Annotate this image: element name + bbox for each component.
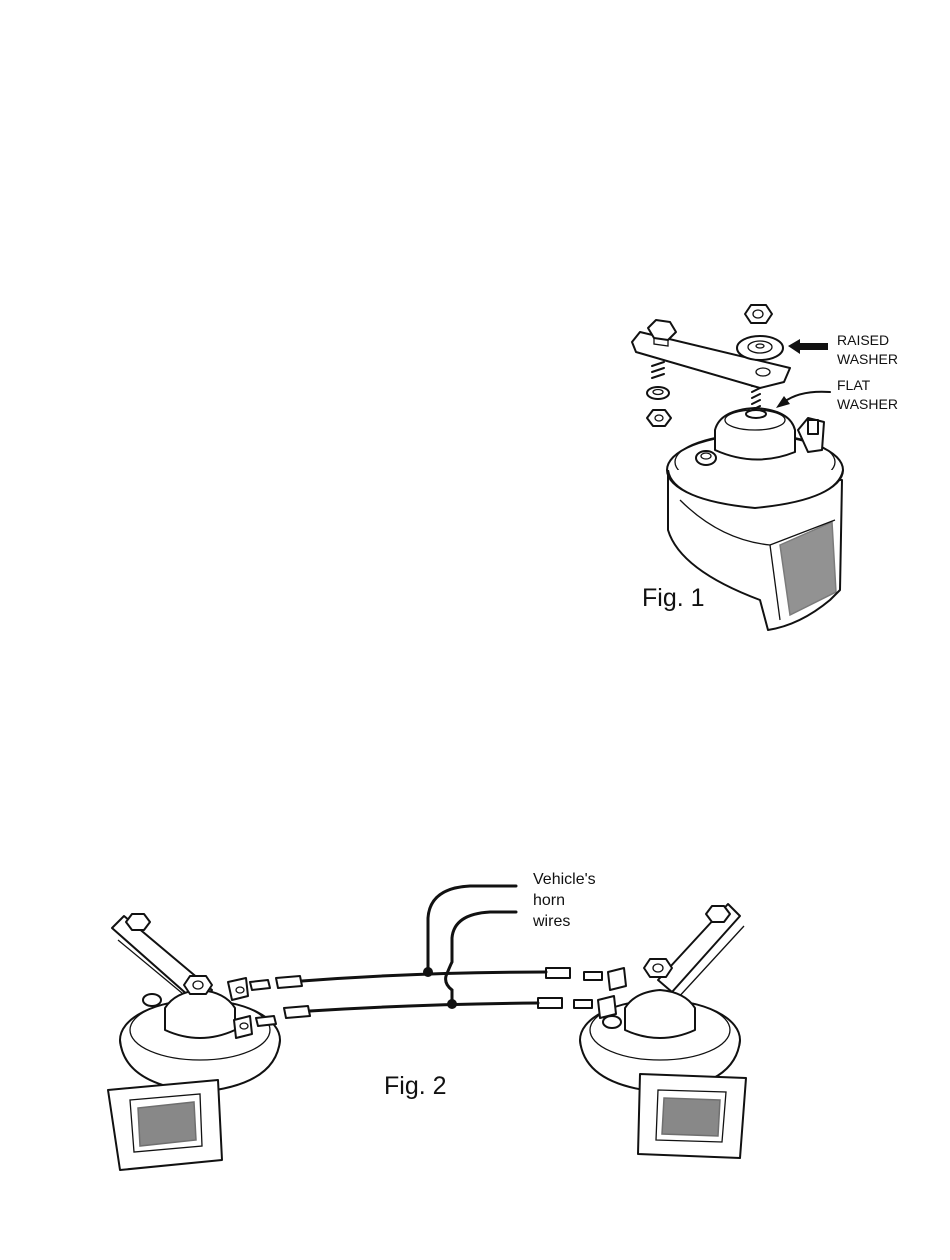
horn-wires-label-1: Vehicle's bbox=[533, 871, 596, 888]
vehicle-wire-2 bbox=[446, 912, 516, 1004]
raised-washer-label-2: WASHER bbox=[837, 351, 898, 367]
raised-washer-label-1: RAISED bbox=[837, 332, 889, 348]
lock-washer-and-nut bbox=[647, 362, 671, 426]
horn-wires-label-2: horn bbox=[533, 892, 565, 909]
junction-upper bbox=[423, 967, 433, 977]
horn-wires-label-3: wires bbox=[532, 913, 570, 930]
wiring bbox=[302, 886, 546, 1011]
raised-washer-arrow bbox=[788, 339, 828, 354]
flat-washer-arrow bbox=[776, 392, 830, 408]
lock-washer bbox=[647, 387, 669, 399]
figure-1: RAISED WASHER FLAT WASHER Fig. 1 bbox=[632, 305, 898, 630]
figure-2-caption: Fig. 2 bbox=[384, 1072, 447, 1100]
figure-1-caption: Fig. 1 bbox=[642, 584, 705, 612]
flat-washer-label-1: FLAT bbox=[837, 377, 871, 393]
nut-top bbox=[745, 305, 772, 323]
wire-lower bbox=[310, 1003, 538, 1011]
vehicle-wire-1 bbox=[428, 886, 516, 972]
flat-washer-label-2: WASHER bbox=[837, 396, 898, 412]
figure-2: Vehicle's horn wires Fig. 2 bbox=[108, 871, 746, 1170]
junction-lower bbox=[447, 999, 457, 1009]
raised-washer-assembly bbox=[737, 305, 783, 360]
nut-lower bbox=[647, 410, 671, 426]
horn-left bbox=[108, 914, 280, 1170]
connectors-left bbox=[250, 976, 310, 1026]
connectors-right bbox=[538, 968, 602, 1008]
horn-right bbox=[580, 904, 746, 1158]
flat-washer bbox=[746, 410, 766, 418]
